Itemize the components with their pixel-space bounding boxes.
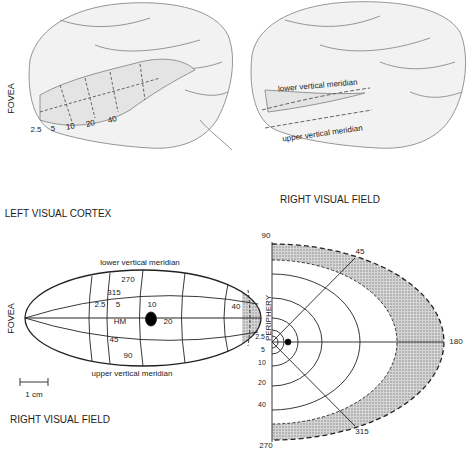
polar-angle-number: 90: [124, 352, 133, 360]
region-label: FOVEA: [7, 83, 16, 114]
region-label: FOVEA: [7, 303, 16, 334]
polar-angle-number: 270: [121, 276, 134, 284]
eccentricity-number: 10: [258, 359, 266, 366]
eccentricity-number: 10: [65, 122, 75, 131]
panel-title: RIGHT VISUAL FIELD: [280, 195, 380, 205]
eccentricity-number: 10: [148, 301, 157, 309]
brain-left: [29, 3, 232, 150]
brain-right: [251, 2, 466, 149]
eccentricity-number: 40: [232, 303, 241, 311]
eccentricity-number: 2.5: [255, 333, 265, 340]
polar-angle-number: 270: [259, 442, 272, 450]
cortex-map: [20, 265, 267, 386]
eccentricity-number: 2.5: [94, 301, 105, 309]
eccentricity-number: 2.5: [30, 126, 41, 134]
eccentricity-number: 5: [51, 125, 55, 133]
eccentricity-number: 20: [164, 318, 173, 326]
meridian-label: upper vertical meridian: [92, 370, 173, 378]
visual-field: [272, 242, 444, 442]
meridian-label: lower vertical meridian: [100, 259, 180, 267]
polar-angle-number: 90: [262, 232, 271, 240]
meridian-abbreviation: HM: [114, 318, 126, 326]
scale-label: 1 cm: [25, 391, 42, 399]
panel-title: LEFT VISUAL CORTEX: [5, 209, 112, 219]
eccentricity-number: 5: [116, 301, 120, 309]
polar-angle-number: 180: [449, 338, 462, 346]
eccentricity-number: 40: [258, 401, 266, 408]
polar-angle-number: 45: [110, 336, 119, 344]
polar-angle-number: 315: [355, 428, 368, 436]
polar-angle-number: 45: [356, 248, 365, 256]
polar-angle-number: 315: [107, 289, 120, 297]
eccentricity-number: 20: [258, 379, 266, 386]
panel-title: RIGHT VISUAL FIELD: [10, 415, 110, 425]
eccentricity-number: 5: [261, 346, 265, 353]
region-label: PERIPHERY: [265, 295, 273, 341]
